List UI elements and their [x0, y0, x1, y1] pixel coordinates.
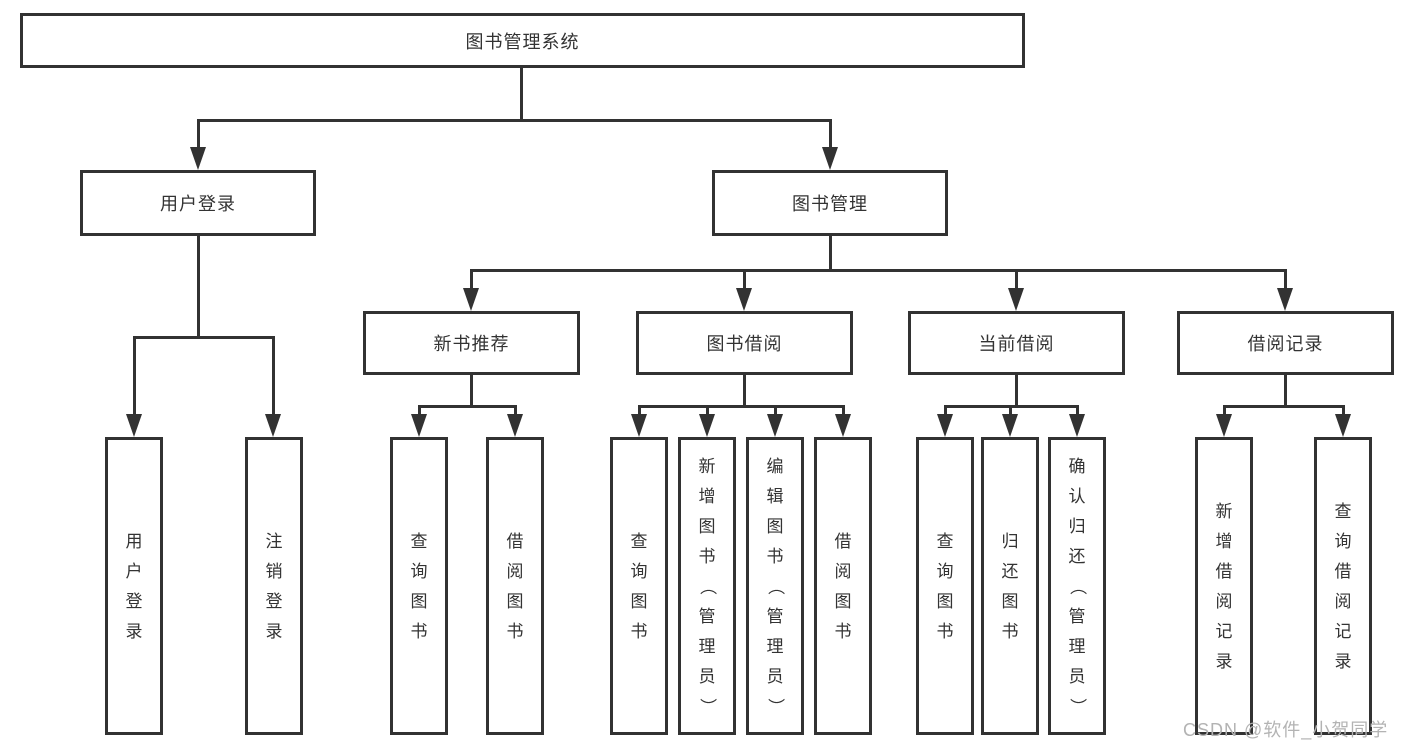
connector-line — [944, 405, 947, 418]
connector-line — [520, 68, 523, 121]
connector-line — [133, 336, 136, 418]
leaf-query-borrow-record: 查询借阅记录 — [1314, 437, 1372, 735]
leaf-label: 查询图书 — [936, 531, 954, 641]
csdn-watermark: CSDN @软件_小贺同学 — [1183, 720, 1389, 740]
connector-line — [774, 405, 777, 418]
arrow-down-icon — [190, 147, 206, 170]
leaf-label: 新增图书（管理员） — [697, 456, 717, 715]
connector-line — [638, 405, 641, 418]
node-label: 用户登录 — [160, 194, 236, 214]
leaf-add-borrow-record: 新增借阅记录 — [1195, 437, 1253, 735]
connector-line — [706, 405, 709, 418]
arrow-down-icon — [631, 414, 647, 437]
node-book-borrow: 图书借阅 — [636, 311, 853, 375]
leaf-label: 注销登录 — [265, 531, 283, 641]
arrow-down-icon — [1335, 414, 1351, 437]
leaf-query-books-recommend: 查询图书 — [390, 437, 448, 735]
connector-line — [829, 119, 832, 152]
leaf-label: 新增借阅记录 — [1215, 501, 1233, 671]
connector-line — [829, 236, 832, 272]
node-root-library-system: 图书管理系统 — [20, 13, 1025, 68]
connector-line — [1015, 269, 1018, 292]
arrow-down-icon — [126, 414, 142, 437]
connector-line — [1076, 405, 1079, 418]
node-current-borrow: 当前借阅 — [908, 311, 1125, 375]
arrow-down-icon — [265, 414, 281, 437]
leaf-label: 用户登录 — [125, 531, 143, 641]
arrow-down-icon — [507, 414, 523, 437]
connector-line — [197, 236, 200, 339]
arrow-down-icon — [1216, 414, 1232, 437]
leaf-return-book: 归还图书 — [981, 437, 1039, 735]
arrow-down-icon — [767, 414, 783, 437]
leaf-label: 借阅图书 — [834, 531, 852, 641]
connector-line — [743, 269, 746, 292]
connector-line — [842, 405, 845, 418]
leaf-label: 归还图书 — [1001, 531, 1019, 641]
arrow-down-icon — [1008, 288, 1024, 311]
arrow-down-icon — [937, 414, 953, 437]
connector-line — [418, 405, 421, 418]
node-label: 图书管理系统 — [465, 31, 580, 52]
leaf-borrow-books-recommend: 借阅图书 — [486, 437, 544, 735]
node-label: 图书借阅 — [706, 334, 783, 354]
connector-line — [514, 405, 517, 418]
connector-line — [1284, 375, 1287, 407]
leaf-label: 查询借阅记录 — [1334, 501, 1352, 671]
node-book-management: 图书管理 — [712, 170, 948, 236]
leaf-borrow-books: 借阅图书 — [814, 437, 872, 735]
connector-line — [743, 375, 746, 407]
leaf-logout: 注销登录 — [245, 437, 303, 735]
arrow-down-icon — [1277, 288, 1293, 311]
leaf-user-login: 用户登录 — [105, 437, 163, 735]
arrow-down-icon — [1002, 414, 1018, 437]
leaf-label: 借阅图书 — [506, 531, 524, 641]
connector-line — [638, 405, 845, 408]
leaf-label: 查询图书 — [410, 531, 428, 641]
leaf-label: 查询图书 — [630, 531, 648, 641]
arrow-down-icon — [411, 414, 427, 437]
node-user-login: 用户登录 — [80, 170, 316, 236]
leaf-label: 编辑图书（管理员） — [765, 456, 785, 715]
node-borrow-records: 借阅记录 — [1177, 311, 1394, 375]
leaf-add-book-admin: 新增图书（管理员） — [678, 437, 736, 735]
connector-line — [197, 119, 200, 152]
connector-line — [1342, 405, 1345, 418]
arrow-down-icon — [736, 288, 752, 311]
arrow-down-icon — [835, 414, 851, 437]
leaf-edit-book-admin: 编辑图书（管理员） — [746, 437, 804, 735]
leaf-query-books-borrow: 查询图书 — [610, 437, 668, 735]
connector-line — [470, 375, 473, 407]
node-label: 借阅记录 — [1247, 334, 1324, 354]
connector-line — [1223, 405, 1345, 408]
arrow-down-icon — [1069, 414, 1085, 437]
connector-line — [470, 269, 473, 292]
connector-line — [470, 269, 1287, 272]
leaf-label: 确认归还（管理员） — [1067, 456, 1087, 715]
connector-line — [197, 119, 832, 122]
leaf-query-books-current: 查询图书 — [916, 437, 974, 735]
connector-line — [1009, 405, 1012, 418]
arrow-down-icon — [463, 288, 479, 311]
connector-line — [1015, 375, 1018, 407]
connector-line — [272, 336, 275, 418]
arrow-down-icon — [822, 147, 838, 170]
node-new-book-recommend: 新书推荐 — [363, 311, 580, 375]
connector-line — [1223, 405, 1226, 418]
arrow-down-icon — [699, 414, 715, 437]
connector-line — [1284, 269, 1287, 292]
connector-line — [133, 336, 275, 339]
connector-line — [418, 405, 517, 408]
node-label: 图书管理 — [792, 194, 868, 214]
node-label: 新书推荐 — [433, 334, 510, 354]
node-label: 当前借阅 — [978, 334, 1055, 354]
leaf-confirm-return-admin: 确认归还（管理员） — [1048, 437, 1106, 735]
